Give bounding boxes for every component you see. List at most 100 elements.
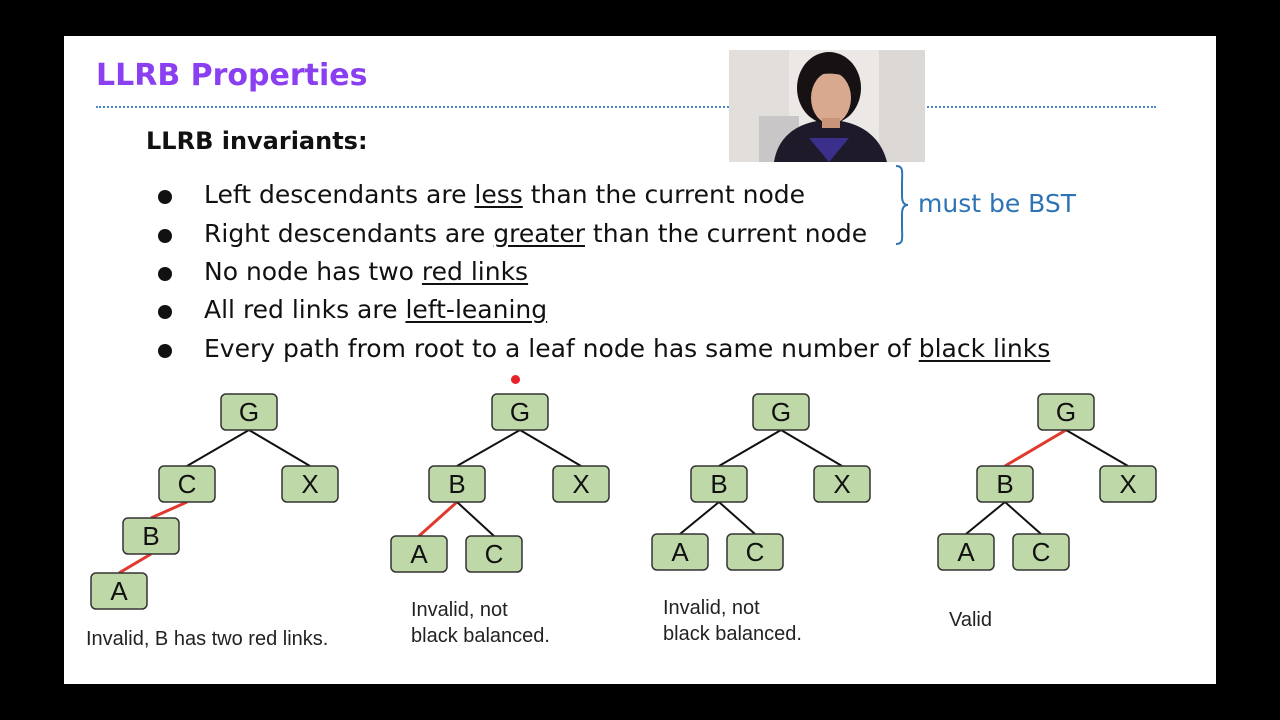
tree-node: B	[428, 465, 486, 503]
tree-node: A	[390, 535, 448, 573]
slide-subtitle: LLRB invariants:	[146, 127, 368, 155]
brace-icon	[895, 165, 909, 245]
slide-title: LLRB Properties	[96, 58, 368, 93]
black-link	[456, 501, 495, 537]
tree-node-label: A	[110, 576, 128, 606]
tree-node: C	[726, 533, 784, 571]
red-link	[150, 500, 188, 520]
red-link	[1004, 428, 1067, 468]
black-link	[1004, 501, 1042, 535]
tree-node-box	[1099, 465, 1157, 503]
tree-node-label: B	[448, 469, 465, 499]
tree-node-label: X	[833, 469, 850, 499]
bullet-dot-icon	[158, 344, 172, 358]
tree-node: C	[465, 535, 523, 573]
laser-pointer-dot	[511, 375, 520, 384]
black-link	[965, 501, 1006, 535]
tree-caption-1: Invalid, B has two red links.	[86, 628, 329, 650]
black-link	[248, 429, 311, 467]
tree-node: X	[813, 465, 871, 503]
tree-node-box	[976, 465, 1034, 503]
tree-node-label: X	[301, 469, 318, 499]
tree-node-box	[220, 393, 278, 431]
tree-caption-3: Invalid, not black balanced.	[663, 597, 802, 645]
brace-label: must be BST	[918, 189, 1077, 218]
tree-node-box	[281, 465, 339, 503]
tree-node-box	[726, 533, 784, 571]
tree-node: B	[122, 517, 180, 555]
tree-node: C	[1012, 533, 1070, 571]
tree-node-box	[552, 465, 610, 503]
black-link	[679, 501, 720, 535]
tree-node-box	[390, 535, 448, 573]
tree-node-label: C	[485, 539, 504, 569]
tree-node-label: G	[239, 397, 259, 427]
tree-node-box	[122, 517, 180, 555]
tree-node: G	[752, 393, 810, 431]
tree-node-box	[158, 465, 216, 503]
bullet-text: All red links are left-leaning	[204, 295, 548, 324]
tree-node-box	[90, 572, 148, 610]
tree-node-label: A	[410, 539, 428, 569]
tree-node: B	[976, 465, 1034, 503]
tree-node-label: G	[771, 397, 791, 427]
bullet-dot-icon	[158, 267, 172, 281]
black-link	[780, 429, 843, 467]
black-link	[718, 429, 782, 467]
black-link	[1065, 429, 1129, 467]
bullet-text: Right descendants are greater than the c…	[204, 219, 868, 248]
red-link	[118, 552, 152, 575]
slide: LLRB Properties LLRB invariants: Left de…	[64, 36, 1216, 684]
tree-node: A	[651, 533, 709, 571]
tree-node-label: X	[1119, 469, 1136, 499]
black-link	[186, 429, 250, 467]
tree-node-box	[752, 393, 810, 431]
tree-node-label: C	[178, 469, 197, 499]
tree-node-label: G	[1056, 397, 1076, 427]
tree-node-label: B	[996, 469, 1013, 499]
webcam-overlay	[729, 50, 925, 162]
tree-node-box	[491, 393, 549, 431]
black-link	[519, 429, 582, 467]
tree-node-label: G	[510, 397, 530, 427]
tree-node-label: C	[746, 537, 765, 567]
tree-caption-2: Invalid, not black balanced.	[411, 599, 550, 647]
tree-node-box	[937, 533, 995, 571]
tree-node-label: A	[671, 537, 689, 567]
bullet-text: Every path from root to a leaf node has …	[204, 334, 1051, 363]
tree-node-box	[651, 533, 709, 571]
tree-node: X	[1099, 465, 1157, 503]
tree-node: X	[552, 465, 610, 503]
bullet-dot-icon	[158, 190, 172, 204]
black-link	[718, 501, 756, 535]
tree-node-box	[1012, 533, 1070, 571]
webcam-person-icon	[729, 50, 925, 162]
tree-node-box	[813, 465, 871, 503]
tree-node: A	[937, 533, 995, 571]
tree-node-label: X	[572, 469, 589, 499]
tree-node-box	[1037, 393, 1095, 431]
tree-node: B	[690, 465, 748, 503]
tree-node: G	[491, 393, 549, 431]
tree-node: G	[220, 393, 278, 431]
bullet-text: No node has two red links	[204, 257, 529, 286]
black-link	[456, 429, 521, 467]
title-divider	[96, 106, 1156, 108]
tree-node-label: C	[1032, 537, 1051, 567]
bullet-text: Left descendants are less than the curre…	[204, 180, 806, 209]
bullet-dot-icon	[158, 305, 172, 319]
tree-node: A	[90, 572, 148, 610]
tree-node: G	[1037, 393, 1095, 431]
tree-node: C	[158, 465, 216, 503]
bullet-dot-icon	[158, 229, 172, 243]
tree-node-box	[428, 465, 486, 503]
tree-node-box	[465, 535, 523, 573]
tree-node-box	[690, 465, 748, 503]
tree-node-label: A	[957, 537, 975, 567]
tree-node-label: B	[710, 469, 727, 499]
tree-caption-4: Valid	[949, 609, 992, 631]
red-link	[417, 500, 459, 538]
tree-node-label: B	[142, 521, 159, 551]
tree-node: X	[281, 465, 339, 503]
